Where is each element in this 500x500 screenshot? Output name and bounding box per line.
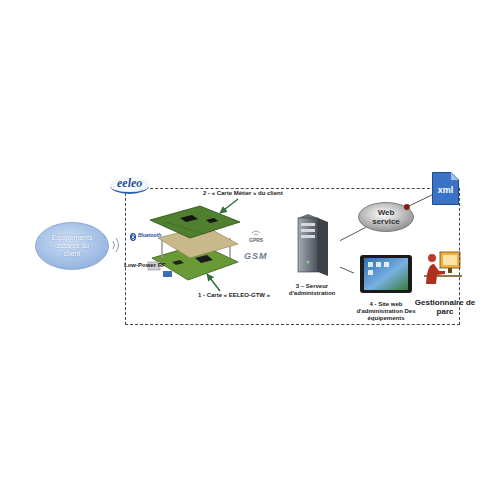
monitor-screen bbox=[443, 255, 457, 265]
callout-label: 2 - « Carte Métier » du client bbox=[203, 190, 283, 196]
power-led bbox=[307, 261, 310, 264]
operator-icon bbox=[424, 252, 462, 284]
app-icon bbox=[368, 262, 373, 267]
rf-module bbox=[163, 271, 172, 277]
protocol-logo: Bluetooth bbox=[138, 233, 161, 238]
tablet-frame bbox=[360, 255, 412, 293]
document-fold bbox=[451, 173, 459, 181]
node-label: Web service bbox=[369, 208, 403, 226]
system-boundary: eeleo3 – Serveur d'administrationWeb ser… bbox=[125, 188, 460, 325]
chip bbox=[172, 260, 184, 265]
person-head bbox=[428, 254, 436, 262]
protocol-logo: GSM bbox=[244, 252, 268, 261]
callout-label: 1 - Carte « EELEO-GTW » bbox=[198, 292, 270, 298]
signal-wave bbox=[254, 234, 258, 235]
admin-site-node: 4 - Site web d'administration Des équipe… bbox=[354, 252, 418, 322]
server-side bbox=[318, 218, 328, 276]
monitor bbox=[440, 252, 460, 268]
remote-equipment-ellipse: Equipements distants du client bbox=[35, 222, 109, 270]
server-node: 3 – Serveur d'administration bbox=[284, 213, 340, 297]
bluetooth-badge bbox=[130, 233, 136, 241]
connector-line bbox=[340, 267, 354, 273]
monitor-stand bbox=[448, 268, 452, 273]
drive-bay bbox=[301, 235, 315, 238]
app-icon bbox=[384, 262, 389, 267]
radio-wave bbox=[116, 238, 119, 252]
chip bbox=[195, 255, 213, 263]
bluetooth-rune bbox=[132, 234, 135, 240]
connector-line bbox=[340, 227, 366, 240]
drive-bay bbox=[301, 223, 315, 226]
business-board bbox=[150, 206, 240, 238]
node-label: Equipements distants du client bbox=[48, 234, 96, 258]
xml-document: xml bbox=[432, 172, 459, 205]
app-icon bbox=[368, 270, 373, 275]
protocol-label: GPRS bbox=[249, 238, 263, 243]
drive-bay bbox=[301, 229, 315, 232]
fleet-manager-node: Gestionnaire de parc bbox=[414, 248, 476, 316]
tablet bbox=[360, 255, 412, 293]
callout-arrow bbox=[207, 274, 220, 291]
app-icon bbox=[376, 262, 381, 267]
pcb-trace bbox=[165, 222, 205, 234]
node-label: Gestionnaire de parc bbox=[414, 298, 476, 316]
connector-line bbox=[407, 195, 432, 207]
node-label: 3 – Serveur d'administration bbox=[284, 283, 340, 297]
server-front bbox=[298, 218, 318, 272]
radio-waves bbox=[113, 238, 119, 252]
tablet-screen bbox=[364, 258, 408, 290]
node-label: xml bbox=[438, 185, 454, 195]
callout-arrow bbox=[220, 199, 238, 213]
logo-text: eeleo bbox=[110, 177, 149, 194]
document-shape bbox=[433, 173, 459, 205]
chip bbox=[180, 215, 198, 222]
chip bbox=[206, 218, 218, 223]
node-label: 4 - Site web d'administration Des équipe… bbox=[354, 301, 418, 322]
ellipse-shape bbox=[359, 203, 414, 232]
signal-wave bbox=[252, 231, 260, 233]
web-service-ellipse: Web service bbox=[358, 202, 414, 232]
radio-wave bbox=[113, 241, 115, 249]
ellipse-shape bbox=[36, 223, 109, 270]
circuit-boards bbox=[148, 199, 240, 291]
protocol-label: Low-Power RF bbox=[124, 262, 166, 268]
server-tower bbox=[298, 214, 328, 276]
person-body bbox=[426, 264, 445, 284]
bluetooth-symbol bbox=[130, 233, 136, 241]
gprs-signal bbox=[252, 231, 260, 235]
